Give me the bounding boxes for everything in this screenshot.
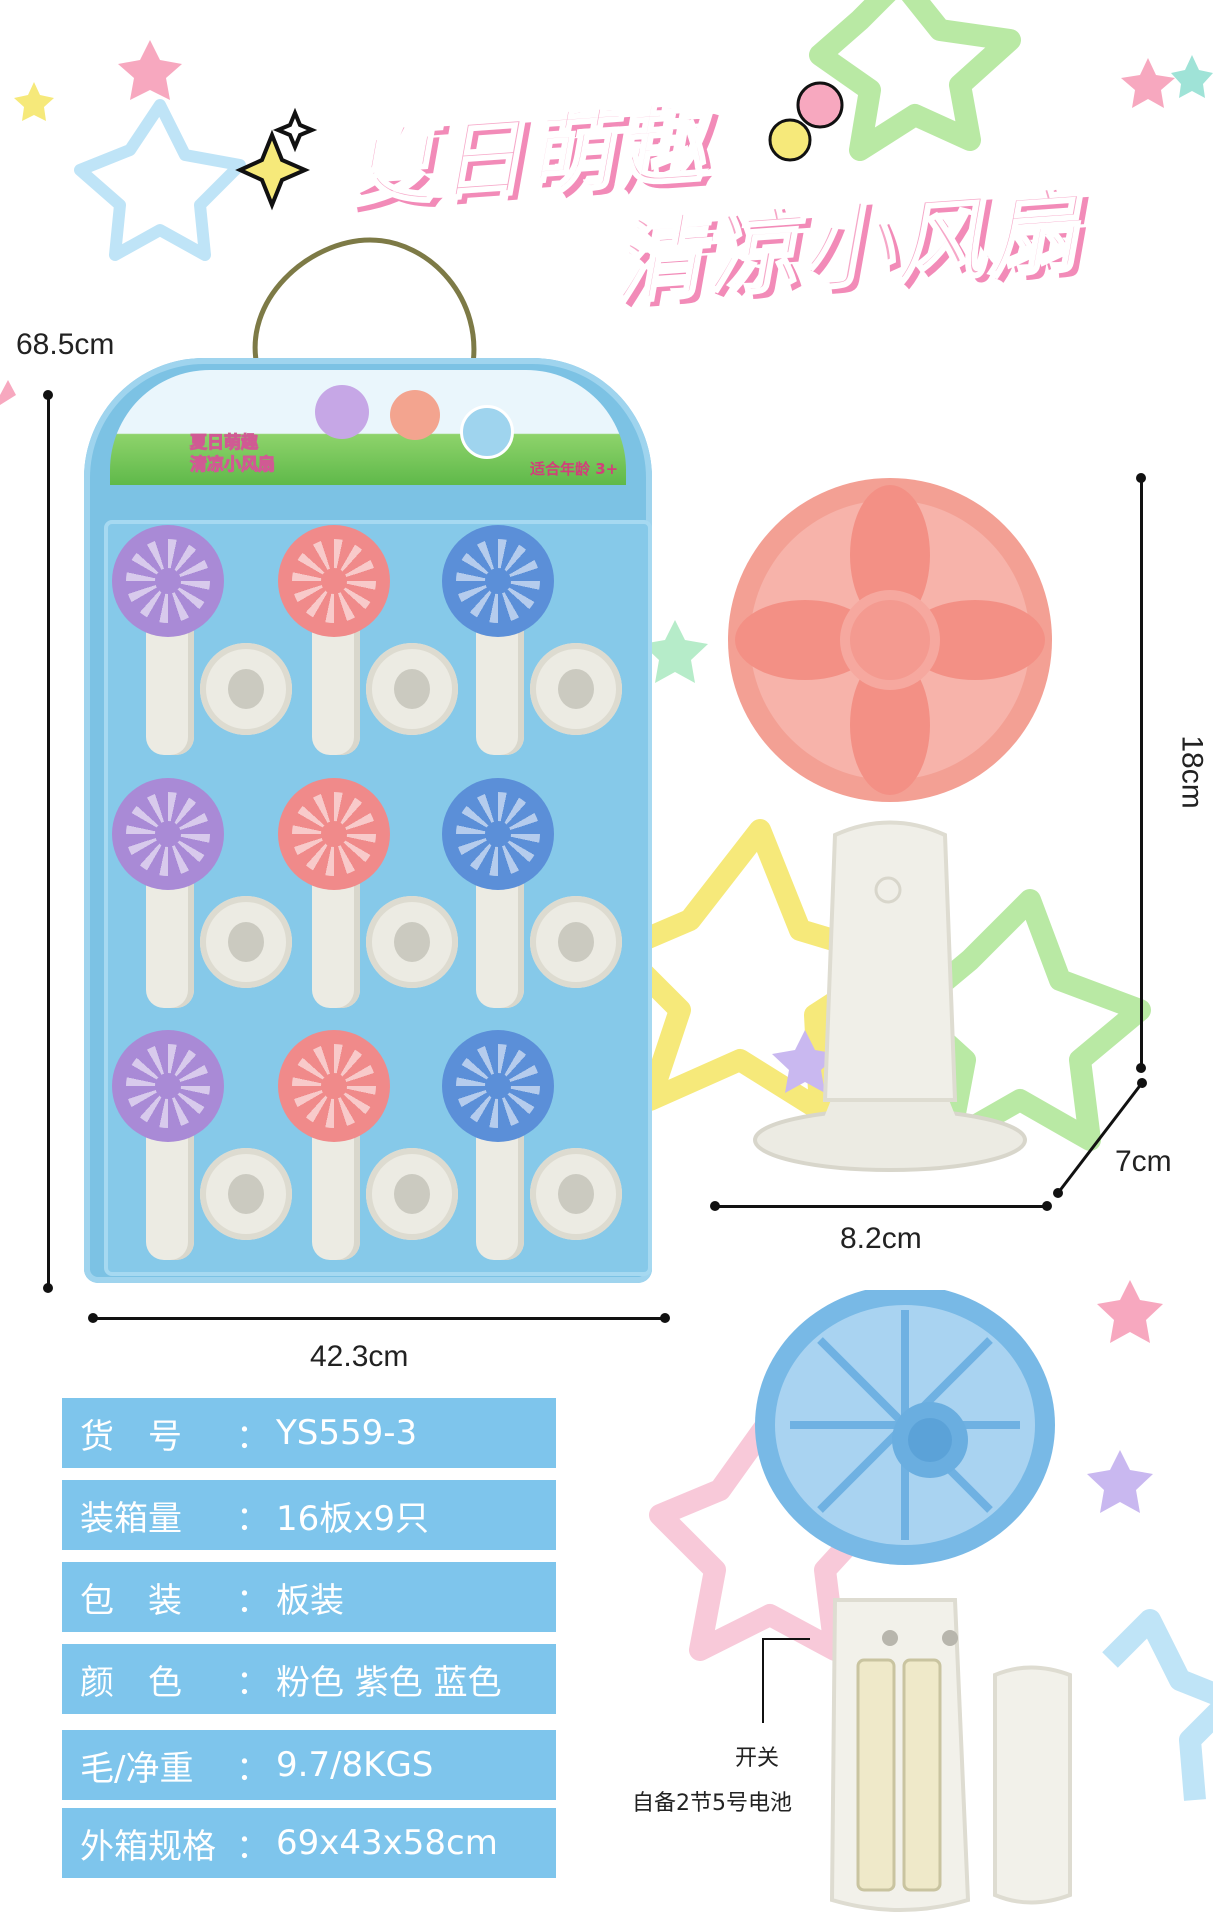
fan-height-label: 18cm [1175,735,1209,809]
fan-base [200,643,292,735]
blue-star-outline [74,99,246,261]
board-height-label: 68.5cm [16,328,115,361]
dim-dot [88,1313,98,1323]
fan-hub [321,1073,347,1099]
blue-fan-image [755,1290,1072,1912]
pink-star [118,40,182,100]
spec-value: YS559-3 [276,1413,418,1453]
fan-base [200,1148,292,1240]
spec-row: 货 号 ：YS559-3 [62,1398,556,1468]
fan-hub [485,568,511,594]
spec-colon: ： [236,1662,270,1703]
board-header [110,370,626,485]
spec-value: 板装 [276,1580,344,1621]
board-header-line1: 夏日萌趣 [190,433,259,454]
spec-label: 装箱量 [80,1498,182,1539]
fan-depth-line [1053,1078,1147,1198]
fan-handle [476,878,524,1008]
blue-star-outline-bottom [1102,1609,1213,1801]
fan-base [530,896,622,988]
switch-pointer-line-h [762,1638,810,1640]
dim-dot [660,1313,670,1323]
spec-colon: ： [236,1580,270,1621]
yellow-star-outline [609,819,911,1121]
sparkle-icons [235,107,318,211]
spec-value: 16板x9只 [276,1498,430,1539]
spec-value: 9.7/8KGS [276,1745,434,1785]
dim-dot [710,1201,720,1211]
fan-hub [155,821,181,847]
spec-label: 毛/净重 [80,1748,194,1789]
switch-label: 开关 [735,1746,780,1771]
fan-handle [146,878,194,1008]
fan-hub [485,821,511,847]
switch-pointer-line [762,1638,764,1723]
fan-hub [321,568,347,594]
fan-handle [476,625,524,755]
fan-depth-label: 7cm [1115,1145,1172,1178]
hanging-cord [252,237,477,371]
fan-head [112,525,224,637]
header-pink-fan [390,390,440,440]
fan-base [530,643,622,735]
spec-label: 外箱规格 [80,1826,216,1867]
dim-dot [1136,473,1146,483]
fan-head [278,778,390,890]
fan-hub [321,821,347,847]
board-width-line [92,1317,666,1320]
fan-base [366,643,458,735]
fan-handle [146,625,194,755]
spec-row: 装箱量 ：16板x9只 [62,1480,556,1550]
fan-handle [146,1130,194,1260]
fan-head [442,525,554,637]
fan-width-label: 8.2cm [840,1222,922,1255]
fan-head [442,778,554,890]
header-blue-fan [460,405,514,459]
fan-base [530,1148,622,1240]
flower-icons [768,81,844,162]
board-header-age: 适合年龄 3+ [530,460,619,478]
dim-dot [43,390,53,400]
spec-colon: ： [236,1416,270,1457]
green-star-outline-top [809,0,1021,161]
fan-head [442,1030,554,1142]
spec-colon: ： [236,1826,270,1867]
dim-dot [1042,1201,1052,1211]
fan-head [278,1030,390,1142]
battery-label: 自备2节5号电池 [632,1791,792,1816]
fan-handle [312,878,360,1008]
header-purple-fan [315,385,369,439]
spec-value: 粉色 紫色 蓝色 [276,1662,502,1703]
spec-label: 货 号 [80,1416,182,1457]
fan-hub [485,1073,511,1099]
spec-label: 包 装 [80,1580,182,1621]
fan-head [112,778,224,890]
spec-colon: ： [236,1498,270,1539]
fan-width-line [714,1205,1049,1208]
pink-fan-image [728,478,1052,1172]
spec-value: 69x43x58cm [276,1823,498,1863]
dim-dot [1136,1063,1146,1073]
fan-handle [312,1130,360,1260]
board-width-label: 42.3cm [310,1340,409,1373]
fan-base [366,896,458,988]
spec-label: 颜 色 [80,1662,182,1703]
fan-hub [155,1073,181,1099]
fan-base [366,1148,458,1240]
fan-handle [476,1130,524,1260]
fan-head [112,1030,224,1142]
spec-colon: ： [236,1748,270,1789]
board-height-line [47,395,50,1290]
fan-hub [155,568,181,594]
dim-dot [43,1283,53,1293]
board-header-line2: 清凉小风扇 [190,455,276,476]
fan-base [200,896,292,988]
spec-row: 外箱规格 ：69x43x58cm [62,1808,556,1878]
spec-row: 包 装 ：板装 [62,1562,556,1632]
spec-row: 毛/净重 ：9.7/8KGS [62,1730,556,1800]
fan-height-line [1140,478,1143,1068]
fan-handle [312,625,360,755]
spec-row: 颜 色 ：粉色 紫色 蓝色 [62,1644,556,1714]
fan-head [278,525,390,637]
